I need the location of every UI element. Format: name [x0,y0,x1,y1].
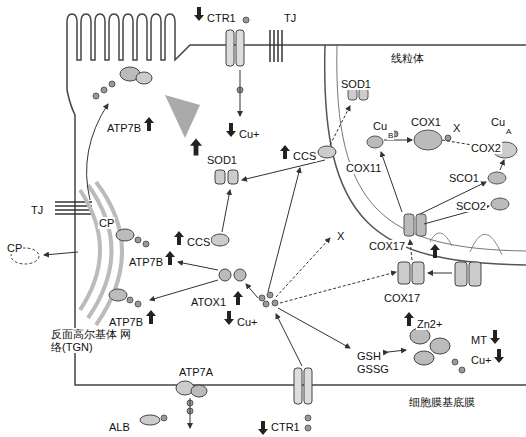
label-holder: Cu+ [236,312,259,330]
label-holder: GSH [356,346,382,364]
label-holder: CTR1 [206,8,237,26]
protein-label: X [452,122,461,134]
label-holder: SCO1 [448,168,480,186]
label-holder: SOD1 [340,74,372,92]
label-holder: A [505,120,512,138]
label-holder: ALB [108,417,131,435]
label-holder: 细胞膜基底膜 [408,392,476,410]
label-holder: Cu+ [238,124,261,142]
mito-arrows [330,106,504,224]
label-holder: B [387,124,394,142]
protein-label: X [336,230,345,242]
label-holder: CCS [186,232,211,250]
inner-membrane [337,45,526,251]
protein-label: A [505,127,512,136]
label-holder: COX17 [368,236,406,254]
protein-label: CP [6,242,23,254]
protein-label: COX2 [470,142,502,154]
protein-label: COX1 [410,116,442,128]
protein-label: GSSG [356,363,390,375]
protein-label: ATOX1 [190,296,227,308]
protein-label: TJ [283,12,297,24]
label-holder: 反面高尔基体 网络(TGN) [50,328,136,353]
label-holder: TJ [30,200,44,218]
transport-arrows [44,70,452,428]
label-holder: TJ [283,8,297,26]
protein-label: Zn2+ [416,318,443,330]
protein-label: 反面高尔基体 网络(TGN) [50,328,136,353]
label-holder: CP [98,213,115,231]
label-holder: MT [470,330,488,348]
protein-label: ATP7B [128,256,164,268]
protein-label: COX17 [368,240,406,252]
label-holder: CCS [292,146,317,164]
label-holder: CP [6,238,23,256]
label-holder: Zn2+ [416,314,443,332]
label-holder: ATP7B [128,252,164,270]
protein-label: B [387,131,394,140]
protein-label: CP [98,217,115,229]
protein-label: SCO2 [455,200,487,212]
protein-label: CCS [186,236,211,248]
protein-label: MT [470,334,488,346]
protein-label: ALB [108,421,131,433]
protein-label: Cu [490,116,506,128]
label-holder: Cu+ [470,350,493,368]
protein-label: Cu [372,120,388,132]
ctr1-channel [226,30,312,404]
protein-label: Cu+ [238,128,261,140]
protein-icons [11,67,481,425]
protein-label: CCS [292,150,317,162]
protein-label: ATP7A [178,366,214,378]
golgi-stack [80,182,122,325]
label-holder: ATP7B [106,118,142,136]
protein-label: CTR1 [270,421,301,433]
label-holder: X [452,118,461,136]
label-holder: ATOX1 [190,292,227,310]
protein-label: ATP7B [106,122,142,134]
level-arrow [144,7,504,435]
outer-membrane [325,45,526,265]
protein-label: ATP7B [108,316,144,328]
label-holder: COX11 [345,158,382,176]
label-holder: Cu [490,112,506,130]
label-holder: COX1 [410,112,442,130]
copper-dots [93,17,465,431]
protein-label: COX11 [345,162,382,174]
protein-label: SOD1 [340,78,372,90]
label-holder: X [336,226,345,244]
protein-label: COX17 [383,292,421,304]
protein-label: SOD1 [206,154,238,166]
protein-label: SCO1 [448,172,480,184]
mito-fill [325,45,526,265]
label-holder: COX2 [470,138,502,156]
label-holder: COX17 [383,288,421,306]
protein-label: GSH [356,350,382,362]
protein-label: Cu+ [470,354,493,366]
protein-label: TJ [30,204,44,216]
protein-label: Cu+ [236,316,259,328]
label-holder: SCO2 [455,196,487,214]
label-holder: SOD1 [206,150,238,168]
region-title-holder: 线粒体 [390,48,425,66]
protein-label: CTR1 [206,12,237,24]
label-holder: CTR1 [270,417,301,435]
protein-label: 细胞膜基底膜 [408,396,476,408]
label-holder: ATP7A [178,362,214,380]
label-holder: Cu [372,116,388,134]
region-title: 线粒体 [390,52,425,64]
